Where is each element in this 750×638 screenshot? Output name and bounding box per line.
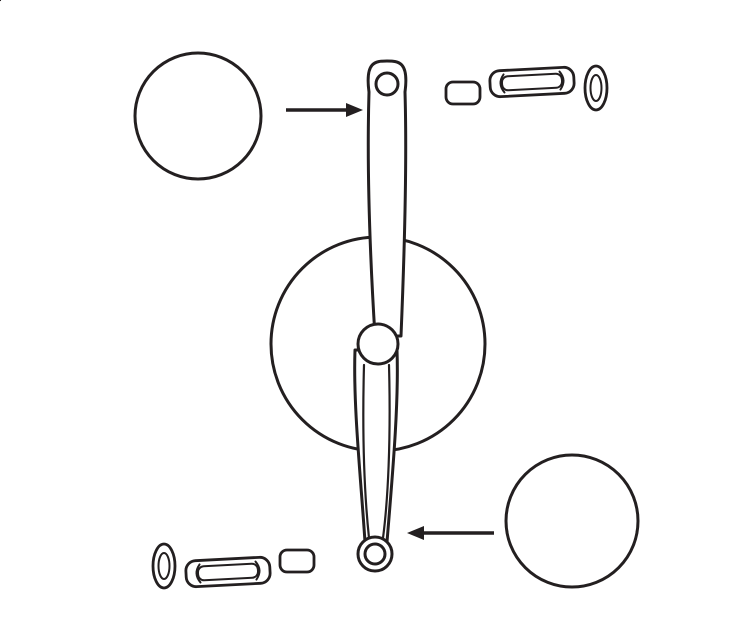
right-pedal-badge <box>504 453 640 589</box>
left-pedal-badge <box>133 51 263 181</box>
arrow-left-head <box>407 526 424 540</box>
left-pedal-illustration <box>151 542 316 590</box>
arrow-right-icon <box>286 103 363 117</box>
upper-crank-arm <box>366 59 408 338</box>
right-pedal-illustration <box>444 64 609 112</box>
lower-pedal-hole <box>363 542 387 566</box>
arrow-left-icon <box>407 526 494 540</box>
lower-crank-arm <box>353 348 399 544</box>
upper-pedal-hole <box>374 71 400 97</box>
arrow-right-head <box>346 103 363 117</box>
lower-arm-bevel <box>362 363 391 540</box>
crankset-illustration <box>0 0 487 573</box>
crank-hub <box>356 322 400 366</box>
badge-circle-left <box>133 51 263 181</box>
badge-circle-right <box>504 453 640 589</box>
